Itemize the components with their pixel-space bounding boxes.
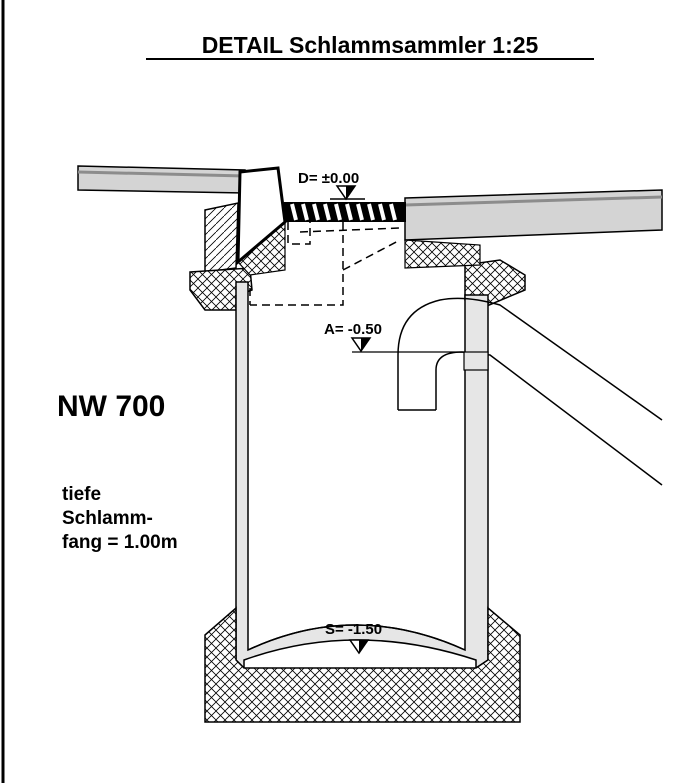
- road-surface-left: [77, 165, 246, 194]
- inlet-pipe: [397, 297, 663, 486]
- svg-text:S= -1.50: S= -1.50: [325, 621, 382, 638]
- hidden-lines: [249, 222, 401, 306]
- base-slab: [204, 606, 521, 723]
- svg-text:tiefe: tiefe: [62, 484, 101, 505]
- svg-text:D= ±0.00: D= ±0.00: [298, 170, 359, 187]
- svg-text:Schlamm-: Schlamm-: [62, 508, 153, 529]
- depth-note: tiefe Schlamm- fang = 1.00m: [62, 484, 178, 553]
- nominal-width-label: NW 700: [57, 390, 165, 423]
- svg-text:fang = 1.00m: fang = 1.00m: [62, 532, 178, 553]
- drawing-title: DETAIL Schlammsammler 1:25: [202, 32, 539, 58]
- level-marker-d: D= ±0.00: [298, 170, 365, 201]
- svg-text:A= -0.50: A= -0.50: [324, 321, 382, 338]
- road-surface-right: [404, 189, 663, 241]
- filling-right: [404, 239, 481, 269]
- pipe-socket: [463, 351, 489, 371]
- level-marker-s: S= -1.50: [325, 621, 382, 655]
- level-marker-a: A= -0.50: [324, 321, 465, 353]
- grate: [284, 202, 406, 222]
- base-course-left: [204, 202, 239, 273]
